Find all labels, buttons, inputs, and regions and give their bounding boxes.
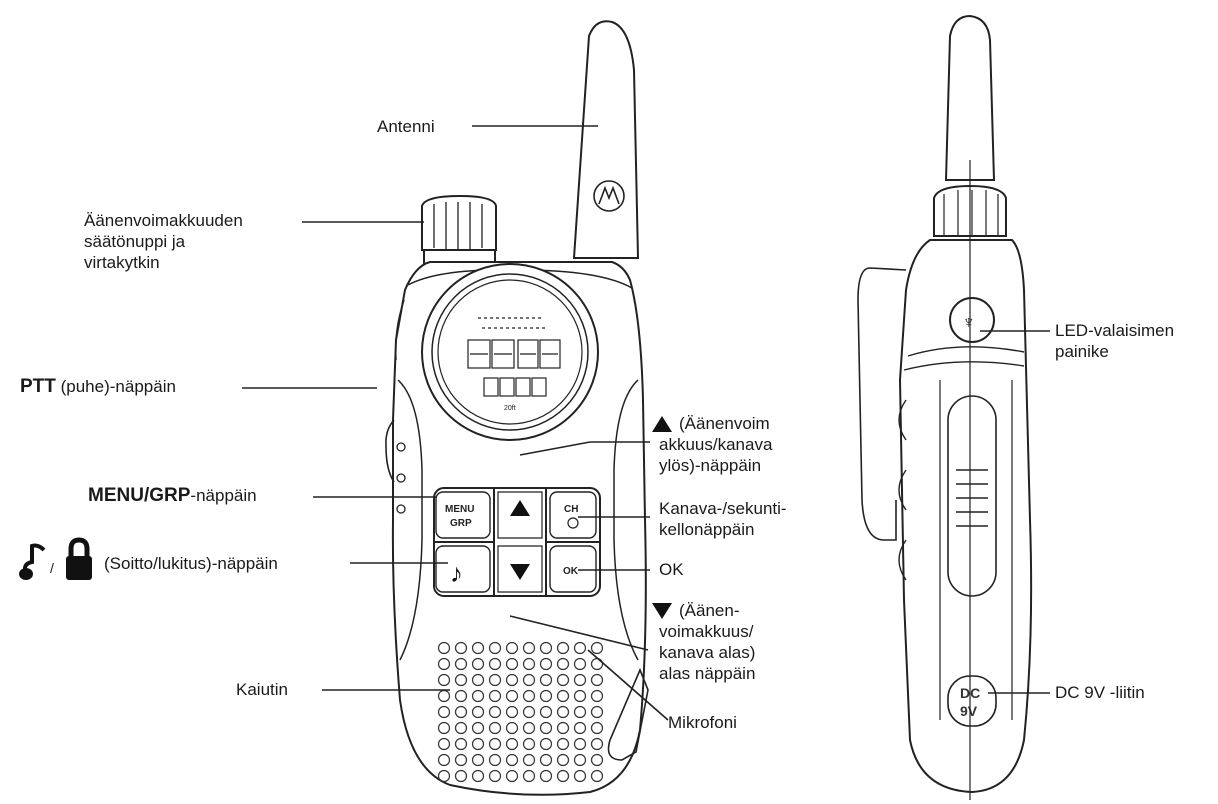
down-key-label-line-3: kanava alas): [659, 643, 756, 662]
ptt-label-bold: PTT: [20, 376, 56, 397]
down-key-label-line-4: alas näppäin: [659, 664, 756, 683]
volume-knob-label-line-2: säätönuppi ja: [84, 232, 186, 251]
ring-lock-key: [435, 545, 491, 593]
menu-key-text-1: MENU: [445, 504, 474, 515]
display-ring: [421, 263, 599, 441]
up-triangle-icon: [652, 416, 672, 432]
down-key: [497, 545, 543, 593]
led-button-label: LED-valaisimen painike: [1055, 320, 1174, 362]
ch-key: [549, 491, 597, 539]
side-slider: [947, 395, 997, 597]
dc-jack: [947, 675, 997, 727]
note-icon: [19, 543, 46, 580]
ch-key-label: Kanava-/sekunti- kellonäppäin: [659, 498, 787, 540]
up-triangle-icon: [510, 500, 530, 516]
up-key: [497, 491, 543, 539]
side-view: ♆ DC 9V: [857, 14, 1033, 800]
ch-key-label-line-2: kellonäppäin: [659, 520, 755, 539]
down-key-label-line-2: voimakkuus/: [659, 622, 754, 641]
ok-key: [549, 545, 597, 593]
lcd-display: [437, 279, 583, 425]
belt-clip: [857, 267, 907, 541]
up-key-label: (Äänenvoim akkuus/kanava ylös)-näppäin: [659, 413, 772, 476]
menu-label-bold-2: GRP: [149, 485, 191, 506]
menu-label-rest: -näppäin: [190, 486, 257, 505]
speaker-label: Kaiutin: [236, 680, 288, 699]
antenna-label: Antenni: [377, 117, 435, 136]
ptt-label: PTT (puhe)-näppäin: [20, 376, 176, 397]
svg-text:♪: ♪: [450, 558, 463, 588]
svg-text:20ft: 20ft: [504, 405, 516, 412]
down-key-label-line-1: (Äänen-: [679, 601, 740, 620]
ring-sep: /: [50, 560, 54, 576]
menu-grp-key: [435, 491, 491, 539]
down-key-label: (Äänen- voimakkuus/ kanava alas) alas nä…: [659, 600, 755, 684]
ok-key-text: OK: [563, 566, 579, 577]
front-view: 20ft MENU GRP ♪ CH OK: [385, 20, 649, 796]
menu-grp-label: MENU/GRP-näppäin: [88, 485, 257, 506]
up-key-label-line-3: ylös)-näppäin: [659, 456, 762, 475]
antenna: [572, 20, 640, 259]
down-triangle-icon: [510, 564, 530, 580]
leader-lines: [242, 125, 1050, 721]
speaker-grill: [436, 640, 606, 784]
dc-text-2: 9V: [960, 703, 978, 719]
menu-label-bold-1: MENU: [88, 485, 144, 506]
menu-label-sep: /: [143, 485, 150, 506]
microphone-label: Mikrofoni: [668, 713, 737, 732]
led-icon: ♆: [962, 312, 976, 332]
ch-key-text: CH: [564, 504, 578, 515]
ptt-label-rest: (puhe)-näppäin: [55, 377, 176, 396]
side-antenna: [944, 14, 996, 181]
led-button-label-line-1: LED-valaisimen: [1055, 321, 1175, 340]
volume-knob: [421, 194, 497, 251]
up-key-label-line-2: akkuus/kanava: [659, 435, 773, 454]
led-button-label-line-2: painike: [1055, 342, 1109, 361]
volume-knob-label: Äänenvoimakkuuden säätönuppi ja virtakyt…: [84, 210, 243, 273]
ok-label: OK: [659, 560, 684, 579]
menu-key-text-2: GRP: [450, 518, 472, 529]
motorola-logo-icon: [593, 180, 625, 212]
volume-knob-label-line-3: virtakytkin: [84, 253, 160, 272]
microphone-slot: [607, 667, 649, 761]
down-triangle-icon: [652, 603, 672, 619]
side-body: [898, 239, 1033, 794]
lock-icon: [66, 537, 92, 580]
volume-knob-label-line-1: Äänenvoimakkuuden: [84, 211, 243, 230]
ring-lock-label: (Soitto/lukitus)-näppäin: [104, 554, 278, 573]
up-key-label-line-1: (Äänenvoim: [679, 414, 770, 433]
dc-jack-label: DC 9V -liitin: [1055, 683, 1145, 702]
ch-key-label-line-1: Kanava-/sekunti-: [659, 499, 787, 518]
